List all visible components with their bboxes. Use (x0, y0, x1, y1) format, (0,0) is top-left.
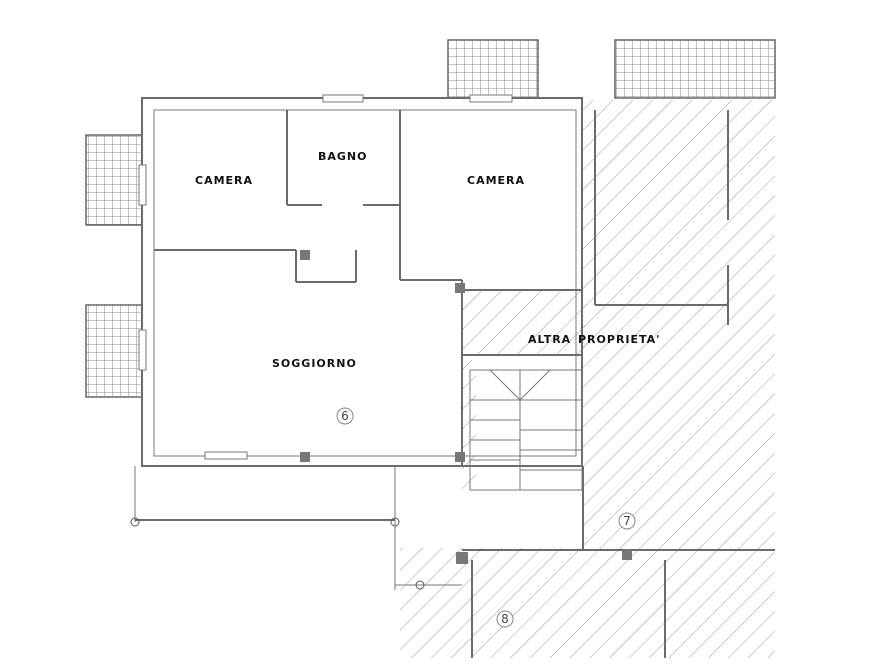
marker-6: 6 (336, 407, 354, 425)
marker-7: 7 (618, 512, 636, 530)
marker-8: 8 (496, 610, 514, 628)
svg-text:7: 7 (623, 514, 631, 528)
room-label-altra: ALTRA (528, 333, 571, 346)
room-label-camera-left: CAMERA (195, 174, 253, 187)
room-label-proprieta: PROPRIETA' (578, 333, 661, 346)
balcony-top-center (447, 39, 539, 99)
hatched-other-property (400, 100, 775, 658)
room-label-bagno: BAGNO (318, 150, 367, 163)
windows (138, 94, 513, 460)
columns (300, 250, 632, 564)
svg-text:8: 8 (501, 612, 509, 626)
staircase (469, 369, 583, 491)
balconies (85, 39, 776, 398)
balcony-left-top (85, 134, 143, 226)
svg-text:6: 6 (341, 409, 349, 423)
balcony-left-bottom (85, 304, 143, 398)
room-label-soggiorno: SOGGIORNO (272, 357, 357, 370)
room-label-camera-right: CAMERA (467, 174, 525, 187)
balcony-top-right (614, 39, 776, 99)
terrace-corner-symbols (130, 517, 425, 590)
